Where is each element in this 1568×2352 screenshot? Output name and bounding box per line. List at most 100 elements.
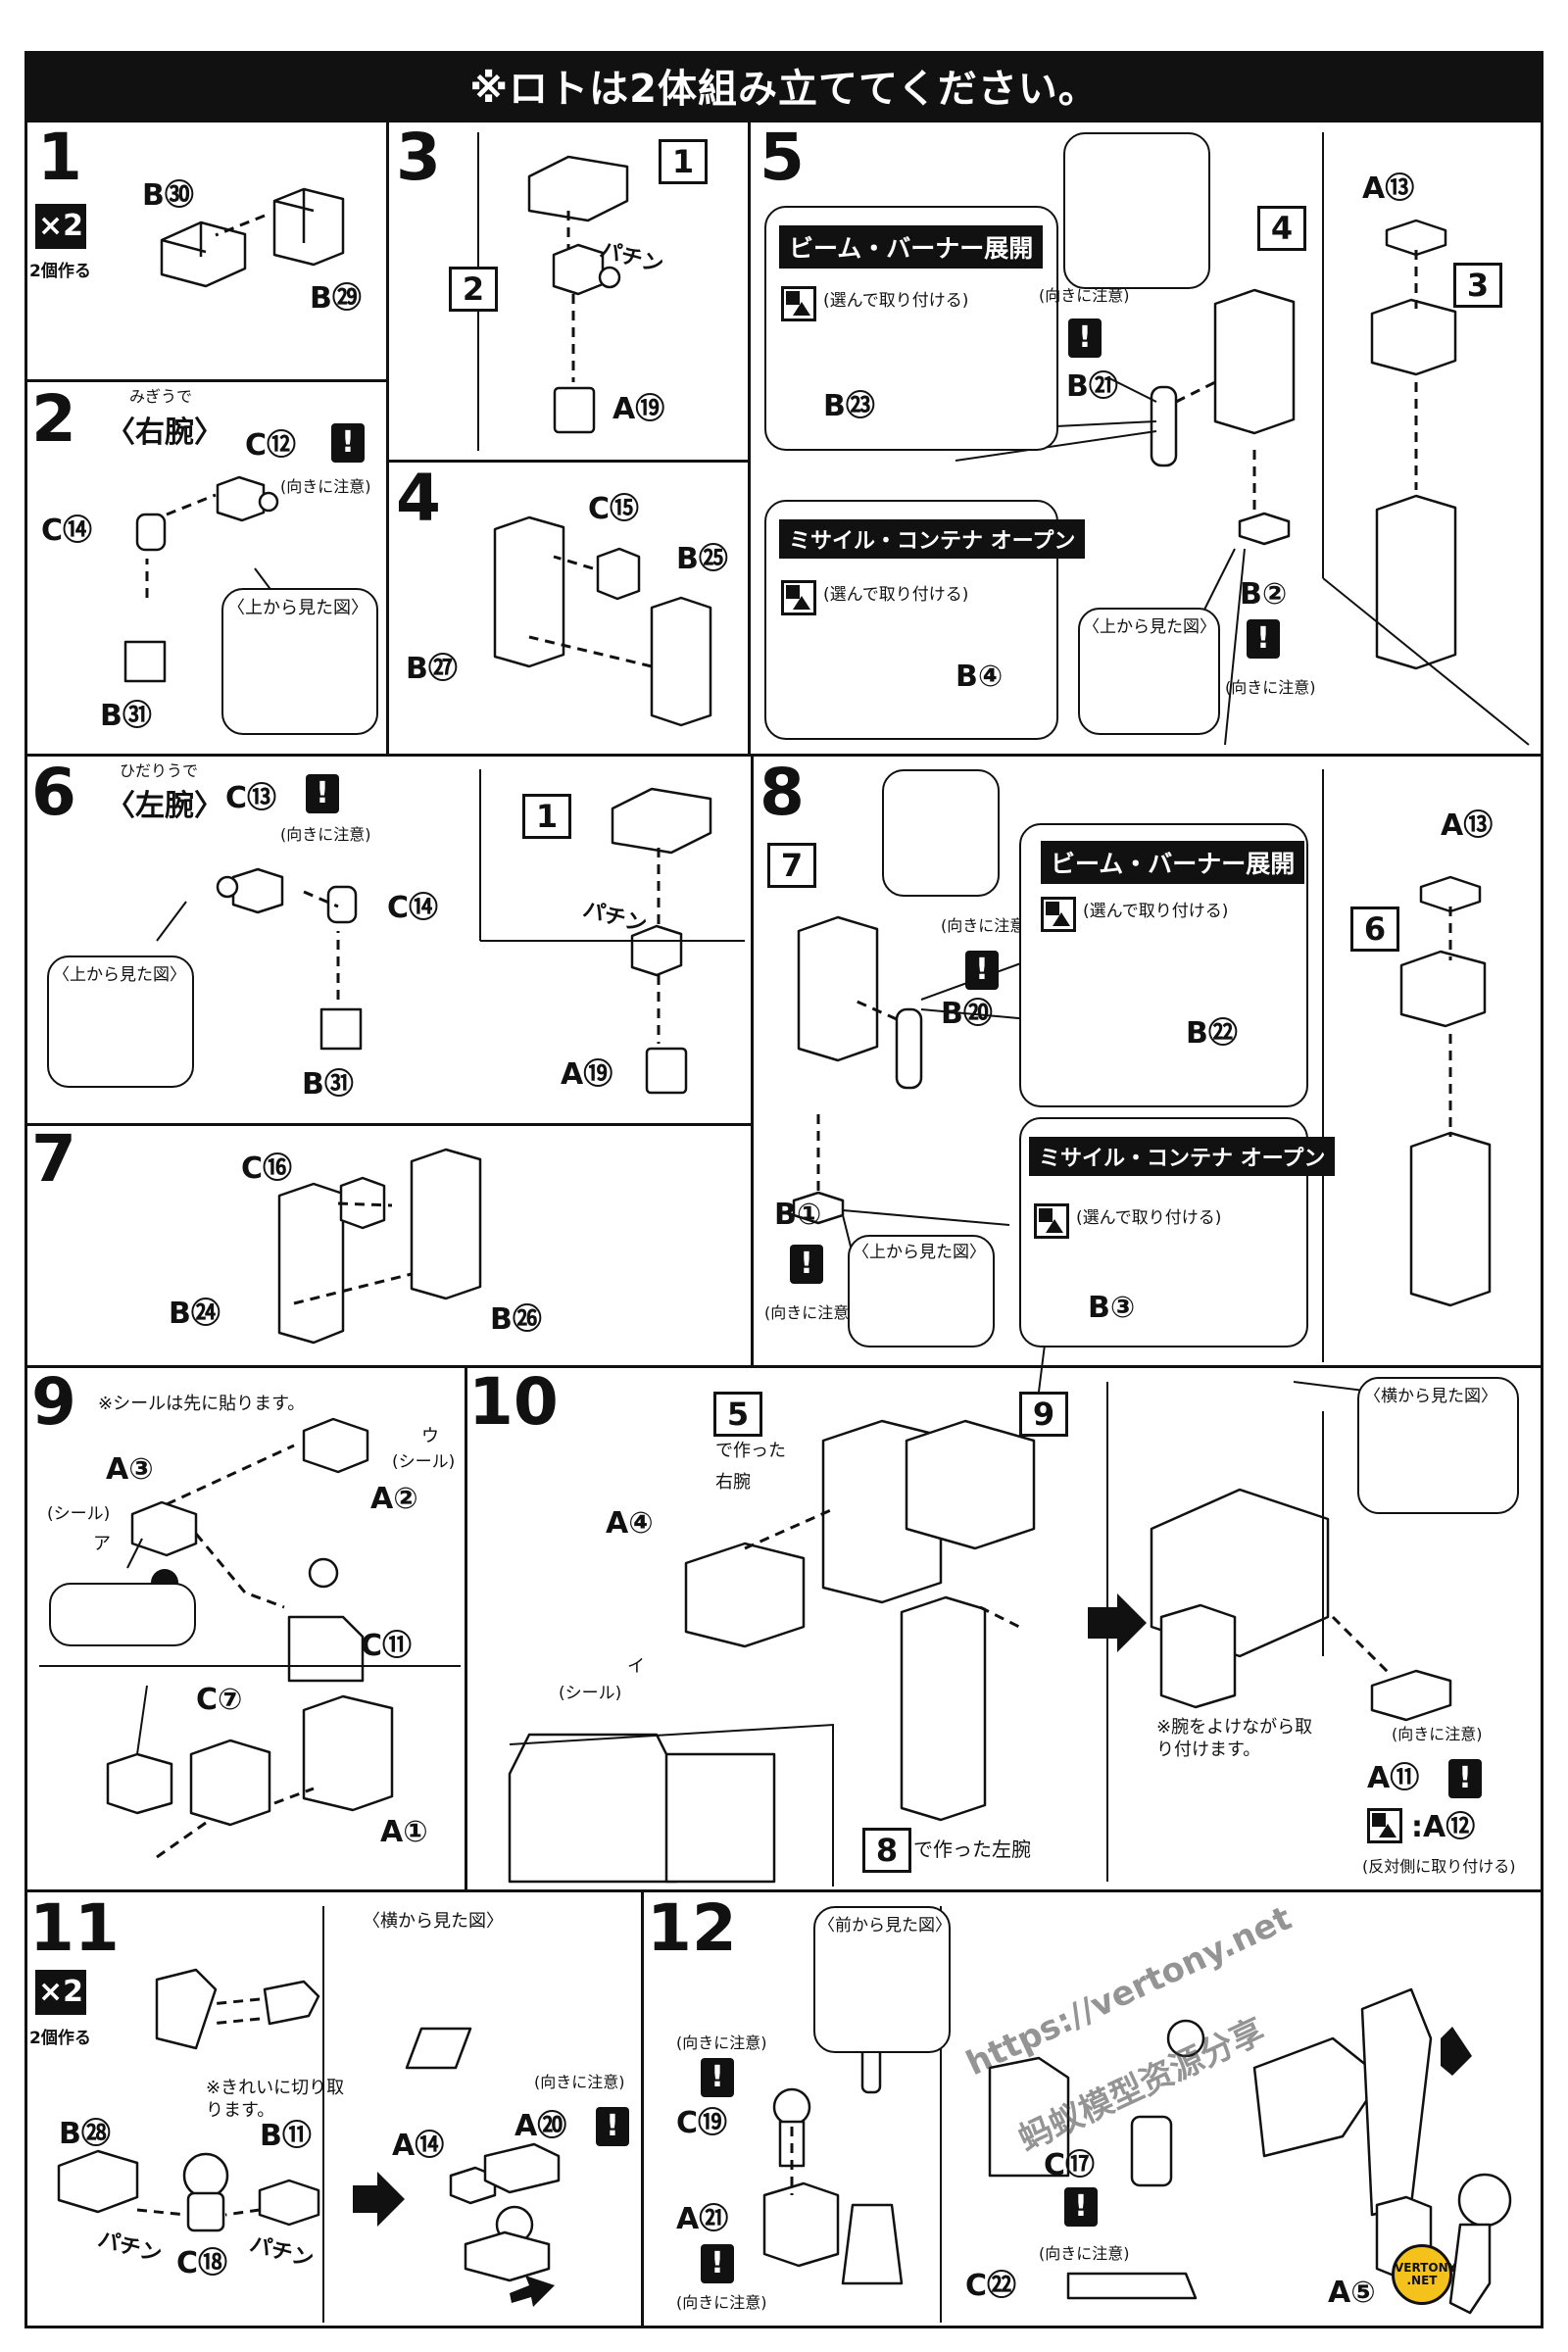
make-two-label: 2個作る	[29, 262, 91, 281]
part-a12: :A⑫	[1411, 1810, 1476, 1844]
part-a13: A⑬	[1441, 808, 1494, 843]
part-a13: A⑬	[1362, 172, 1415, 206]
step-ref-box: 7	[767, 843, 816, 888]
step-ref-box: 1	[522, 794, 571, 839]
step-ref-box: 5	[713, 1392, 762, 1437]
top-view-bubble	[848, 1235, 995, 1348]
part-a2: A②	[370, 1482, 418, 1516]
side-view-bubble	[1357, 1377, 1519, 1514]
caution-icon: !	[1247, 619, 1280, 659]
step-12-number: 12	[647, 1890, 737, 1966]
missile-container-title: ミサイル・コンテナ オープン	[1029, 1137, 1336, 1176]
beam-burner-title: ビーム・バーナー展開	[1041, 841, 1305, 884]
part-b31: B㉛	[100, 699, 152, 733]
caution-icon: !	[1064, 2187, 1098, 2227]
step-ref-box: 4	[1257, 206, 1306, 251]
step-6-number: 6	[31, 755, 76, 830]
part-a4: A④	[606, 1506, 654, 1541]
choose-option-icon	[781, 580, 816, 615]
made-in-step8: で作った左腕	[913, 1838, 1031, 1861]
right-arm-label: 右腕	[715, 1472, 751, 1493]
step-ref-box: 8	[862, 1828, 911, 1873]
make-two-label: 2個作る	[29, 2029, 91, 2048]
beam-burner-title: ビーム・バーナー展開	[779, 225, 1044, 269]
caution-icon: !	[701, 2058, 734, 2097]
step-1-number: 1	[37, 120, 82, 195]
part-b25: B㉕	[676, 542, 728, 576]
caution-icon: !	[790, 1245, 823, 1284]
left-arm-title: 〈左腕〉	[106, 789, 223, 823]
seal-label: (シール)	[392, 1452, 456, 1472]
seal-first-note: ※シールは先に貼ります。	[98, 1394, 306, 1414]
step-ref-box: 9	[1019, 1392, 1068, 1437]
make-two-badge: ×2	[35, 1970, 86, 2015]
part-b1: B①	[774, 1198, 822, 1232]
caution-icon: !	[331, 423, 365, 463]
top-view-bubble	[221, 588, 378, 735]
choose-text: (選んで取り付ける)	[823, 291, 969, 311]
part-b27: B㉗	[406, 652, 458, 686]
caution-text: (向きに注意)	[764, 1303, 856, 1322]
choose-option-icon	[1034, 1203, 1069, 1239]
step-7-number: 7	[31, 1121, 76, 1197]
part-c17: C⑰	[1044, 2148, 1096, 2182]
caution-text: (向きに注意)	[676, 2293, 767, 2312]
choose-option-icon	[1041, 897, 1076, 932]
part-b28: B㉘	[59, 2117, 111, 2151]
step-ref-box: 2	[449, 267, 498, 312]
caution-text: (向きに注意)	[1039, 286, 1130, 305]
part-detail-bubble	[882, 769, 1000, 897]
cut-clean-note: ※きれいに切り取ります。	[206, 2078, 345, 2121]
part-b2: B②	[1240, 577, 1288, 612]
caution-icon: !	[596, 2107, 629, 2146]
make-two-badge: ×2	[35, 204, 86, 249]
part-c14: C⑭	[41, 514, 93, 548]
seal-u-label: ウ	[421, 1426, 439, 1446]
part-c12: C⑫	[245, 428, 297, 463]
seal-label: (シール)	[47, 1504, 111, 1524]
header-title: ※ロトは2体組み立ててください。	[469, 67, 1099, 112]
part-a21: A㉑	[676, 2202, 729, 2236]
part-a14: A⑭	[392, 2129, 445, 2163]
right-arm-ruby: みぎうで	[129, 387, 193, 406]
caution-text: (向きに注意)	[280, 477, 371, 496]
seal-i-label: イ	[627, 1656, 645, 1677]
part-a19: A⑲	[561, 1057, 613, 1092]
step-4-number: 4	[396, 461, 441, 536]
step-9-number: 9	[31, 1364, 76, 1440]
caution-text: (向きに注意)	[534, 2073, 625, 2091]
caution-icon: !	[701, 2244, 734, 2283]
caution-text: (向きに注意)	[1039, 2244, 1130, 2263]
front-view-bubble	[813, 1906, 951, 2053]
choose-text: (選んで取り付ける)	[1083, 902, 1229, 921]
part-b23: B㉓	[823, 389, 875, 423]
caution-text: (向きに注意)	[941, 916, 1032, 935]
part-b26: B㉖	[490, 1302, 542, 1337]
vertony-logo: VERTONY .NET	[1392, 2244, 1456, 2305]
caution-text: (向きに注意)	[676, 2034, 767, 2052]
part-c11: C⑪	[361, 1629, 413, 1663]
opposite-side-icon	[1367, 1808, 1402, 1843]
part-c22: C㉒	[965, 2269, 1017, 2303]
step-5-number: 5	[760, 120, 805, 195]
header-banner: ※ロトは2体組み立ててください。	[24, 51, 1544, 120]
part-b22: B㉒	[1186, 1016, 1238, 1051]
step-8-number: 8	[760, 755, 805, 830]
part-a20: A⑳	[514, 2109, 567, 2143]
part-c18: C⑱	[176, 2246, 228, 2280]
step-10-number: 10	[468, 1364, 559, 1440]
top-view-label: 〈上から見た図〉	[227, 598, 368, 618]
part-c7: C⑦	[196, 1683, 243, 1717]
side-view-label: 〈横から見た図〉	[363, 1911, 504, 1932]
top-view-label: 〈上から見た図〉	[53, 965, 186, 985]
choose-option-icon	[781, 286, 816, 321]
part-a3: A③	[106, 1452, 154, 1487]
part-b11: B⑪	[260, 2119, 312, 2153]
seal-label: (シール)	[559, 1684, 622, 1703]
caution-text: (向きに注意)	[1225, 678, 1316, 697]
choose-text: (選んで取り付ける)	[823, 585, 969, 605]
part-c19: C⑲	[676, 2106, 728, 2140]
caution-icon: !	[306, 774, 339, 813]
